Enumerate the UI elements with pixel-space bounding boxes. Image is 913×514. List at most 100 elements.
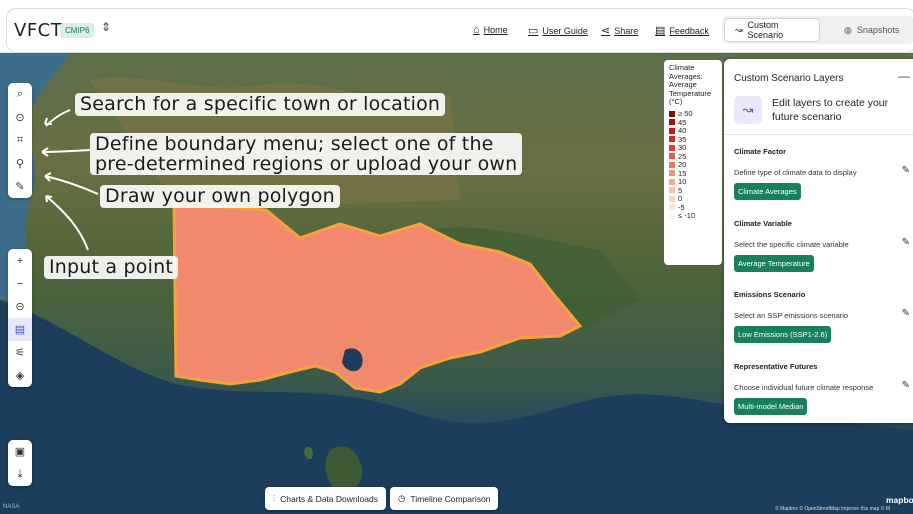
scenario-layers-panel: Custom Scenario Layers — ↝ Edit layers t… [724, 59, 913, 423]
legend-label: 0 [678, 194, 683, 204]
mapbox-logo[interactable]: mapbox [886, 495, 913, 505]
section-climate-factor: Climate Factor Define type of climate da… [734, 147, 912, 200]
point-arrow [45, 195, 89, 251]
legend-item: 25 [669, 152, 717, 161]
minus-icon[interactable]: — [898, 69, 910, 83]
zoom-out-icon[interactable]: − [16, 277, 24, 290]
top-bar: VFCT CMIP6 ⇕ ⌂ Home ▭ User Guide ⋖ Share… [0, 0, 913, 53]
nav-user-guide[interactable]: ▭ User Guide [528, 24, 588, 37]
nav-feedback-label: Feedback [669, 25, 709, 36]
climate-factor-chip[interactable]: Climate Averages [734, 183, 801, 200]
pencil-icon[interactable]: ✎ [901, 308, 910, 319]
legend-label: 30 [678, 143, 687, 153]
search-icon[interactable]: ⌕ [16, 88, 24, 100]
legend-item: 35 [669, 135, 717, 144]
nav-share[interactable]: ⋖ Share [601, 24, 638, 37]
point-callout: Input a point [44, 256, 178, 279]
layers-panel-icon[interactable]: ▤ [8, 318, 32, 341]
nasa-logo: NASA [3, 504, 20, 510]
legend-swatch [669, 144, 675, 151]
mode-tabs: ↝ Custom Scenario ◍ Snapshots [722, 16, 913, 44]
victoria-region[interactable] [172, 202, 583, 394]
pencil-icon[interactable]: ✎ [901, 380, 910, 391]
legend-swatch [669, 127, 675, 134]
legend-swatch [669, 170, 675, 177]
section-title: Climate Variable [734, 219, 792, 228]
legend-swatch [669, 204, 675, 211]
legend-label: 10 [678, 177, 687, 187]
section-description: Define type of climate data to display [734, 168, 857, 177]
legend-label: 35 [678, 134, 687, 144]
legend-swatch [669, 136, 675, 143]
legend-item: 40 [669, 126, 717, 136]
legend-item: 5 [669, 186, 717, 195]
share-icon: ⋖ [601, 25, 611, 37]
timeline-comparison-label: Timeline Comparison [410, 493, 491, 504]
nav-home-label: Home [483, 25, 508, 35]
southern-ocean [0, 300, 913, 514]
legend-label: -5 [678, 202, 685, 212]
section-description: Select an SSP emissions scenario [734, 311, 849, 320]
nav-user-guide-label: User Guide [542, 25, 588, 36]
folder-icon: ▭ [528, 25, 539, 37]
location-pin-icon[interactable]: ⊙ [15, 112, 25, 124]
download-icon[interactable]: ⤓ [17, 468, 23, 480]
home-icon: ⌂ [473, 24, 480, 36]
polygon-arrowhead [44, 172, 52, 182]
pencil-icon[interactable]: ✎ [15, 181, 25, 193]
tab-custom-scenario-label: Custom Scenario [747, 20, 784, 40]
reset-view-icon[interactable]: ⊝ [15, 301, 25, 313]
boundary-callout: Define boundary menu; select one of the … [90, 133, 523, 175]
small-island [304, 446, 313, 460]
legend-label: 20 [678, 160, 687, 170]
boundary-select-icon[interactable]: ⌗ [16, 134, 24, 146]
nav-home[interactable]: ⌂ Home [473, 24, 508, 36]
zoom-in-icon[interactable]: + [16, 254, 24, 267]
section-representative-futures: Representative Futures Choose individual… [734, 362, 912, 415]
panel-intro: ↝ Edit layers to create your future scen… [734, 96, 902, 124]
nav-feedback[interactable]: ▤ Feedback [655, 24, 709, 37]
boundary-callout-line1: Define boundary menu; select one of the [95, 133, 494, 155]
legend-swatch [669, 195, 675, 202]
timeline-comparison-button[interactable]: ◷ Timeline Comparison [390, 487, 499, 510]
section-climate-variable: Climate Variable Select the specific cli… [734, 219, 912, 272]
tab-snapshots[interactable]: ◍ Snapshots [834, 18, 913, 42]
polygon-arrow [44, 175, 99, 195]
legend-item: 20 [669, 160, 717, 170]
map-legend: Climate Averages: Average Temperature (°… [664, 60, 722, 265]
legend-label: ≤ -10 [678, 211, 696, 221]
tab-custom-scenario[interactable]: ↝ Custom Scenario [724, 18, 820, 42]
legend-item: ≥ 50 [669, 109, 717, 118]
tasmania-island [325, 446, 362, 494]
panel-divider [724, 134, 913, 135]
pencil-icon[interactable]: ✎ [901, 237, 910, 248]
climate-variable-chip[interactable]: Average Temperature [734, 255, 814, 272]
charts-downloads-button[interactable]: ⫶ Charts & Data Downloads [265, 487, 386, 510]
legend-label: 45 [678, 117, 687, 127]
globe-icon: ◍ [844, 24, 852, 35]
bar-chart-icon: ⫶ [273, 493, 276, 503]
stack-icon[interactable]: ◈ [15, 370, 25, 382]
charts-downloads-label: Charts & Data Downloads [280, 493, 378, 504]
legend-item: ≤ -10 [669, 211, 717, 221]
pencil-icon[interactable]: ✎ [901, 165, 910, 176]
emissions-scenario-chip[interactable]: Low Emissions (SSP1-2.6) [734, 326, 832, 343]
map-controls-toolbar: + − ⊝ ▤ ⚟ ◈ [8, 249, 32, 387]
section-title: Climate Factor [734, 147, 787, 156]
legend-label: 40 [678, 126, 687, 136]
app-brand[interactable]: VFCT [14, 20, 63, 41]
search-arrowhead [44, 117, 52, 125]
image-icon[interactable]: ▣ [14, 446, 26, 458]
legend-item: 0 [669, 194, 717, 204]
panel-intro-text: Edit layers to create your future scenar… [772, 97, 889, 123]
point-pin-icon[interactable]: ⚲ [15, 158, 25, 170]
representative-futures-chip[interactable]: Multi-model Median [734, 398, 808, 415]
map-attribution[interactable]: © Mapbox © OpenStreetMap Improve this ma… [775, 506, 890, 512]
section-title: Emissions Scenario [734, 290, 806, 299]
legend-item: 15 [669, 169, 717, 178]
section-title: Representative Futures [734, 362, 818, 371]
settings-sliders-icon[interactable]: ⚟ [15, 347, 25, 359]
section-description: Select the specific climate variable [734, 240, 849, 249]
chevron-up-down-icon[interactable]: ⇕ [101, 20, 112, 34]
